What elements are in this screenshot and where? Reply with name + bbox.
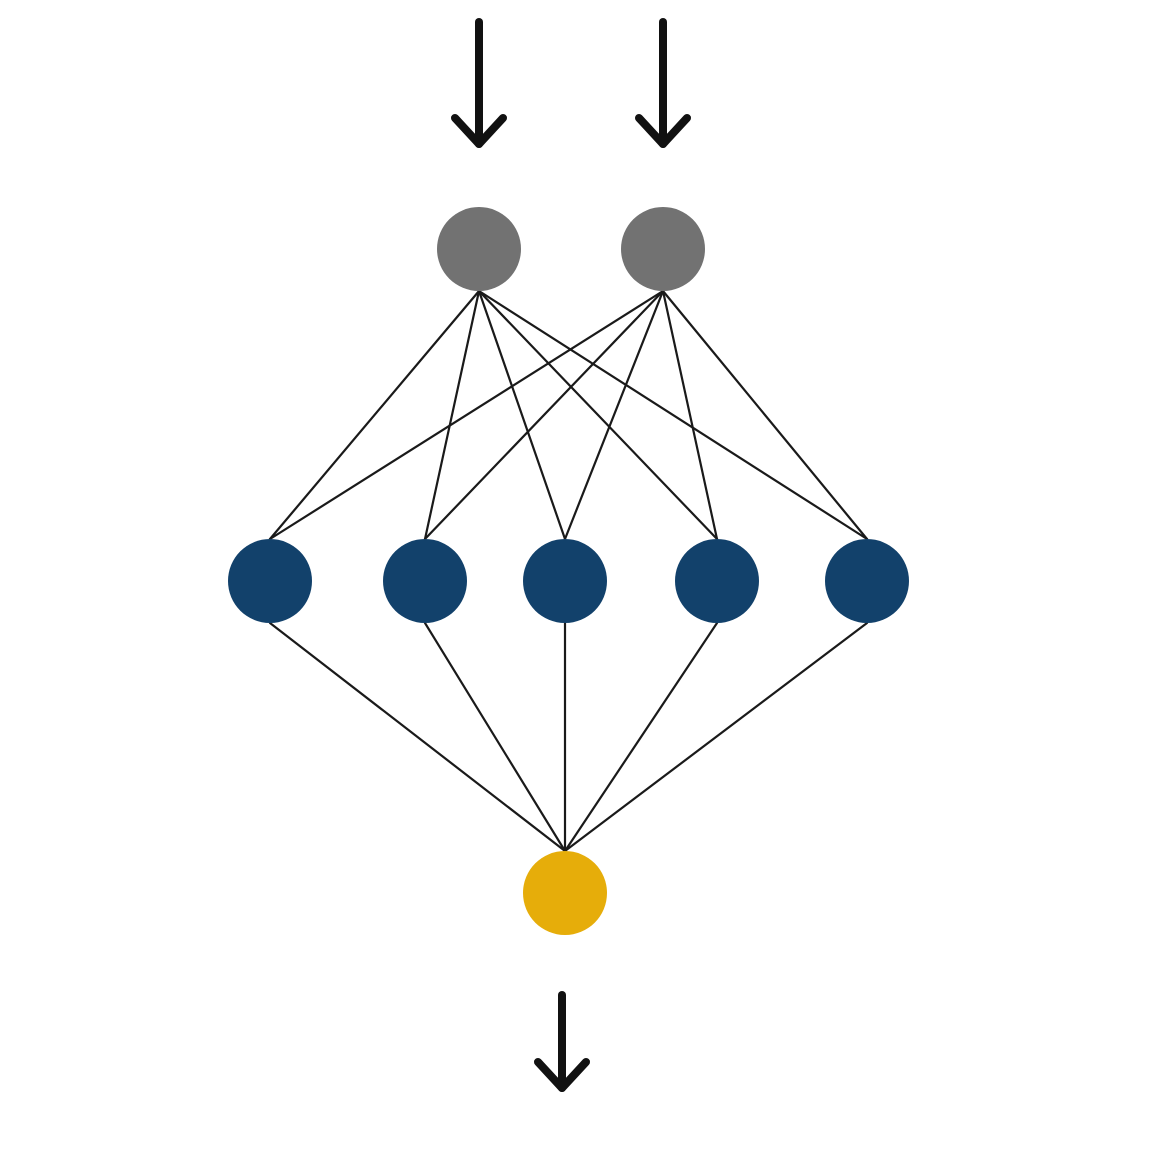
edge-hidden-1-to-output-1 — [268, 621, 567, 853]
output-node-1 — [523, 851, 607, 935]
edge-hidden-5-to-output-1 — [563, 621, 869, 853]
edge-input-1-to-hidden-4 — [477, 289, 719, 541]
edge-input-2-to-hidden-3 — [563, 289, 665, 541]
edge-input-1-to-hidden-3 — [477, 289, 567, 541]
hidden-node-3 — [523, 539, 607, 623]
hidden-node-2 — [383, 539, 467, 623]
edge-input-2-to-hidden-1 — [268, 289, 665, 541]
flow-arrows — [451, 18, 691, 1092]
network-nodes — [228, 207, 909, 935]
edge-input-2-to-hidden-5 — [661, 289, 869, 541]
input-node-1 — [437, 207, 521, 291]
hidden-node-1 — [228, 539, 312, 623]
edge-input-1-to-hidden-5 — [477, 289, 869, 541]
connection-edges — [268, 289, 869, 853]
edge-input-2-to-hidden-4 — [661, 289, 719, 541]
hidden-node-5 — [825, 539, 909, 623]
hidden-node-4 — [675, 539, 759, 623]
output-arrow-icon — [534, 991, 590, 1092]
input-arrow-2-icon — [635, 18, 691, 148]
input-arrow-1-icon — [451, 18, 507, 148]
input-node-2 — [621, 207, 705, 291]
edge-hidden-2-to-output-1 — [423, 621, 567, 853]
edge-hidden-4-to-output-1 — [563, 621, 719, 853]
edge-input-1-to-hidden-2 — [423, 289, 481, 541]
edge-input-1-to-hidden-1 — [268, 289, 481, 541]
edge-input-2-to-hidden-2 — [423, 289, 665, 541]
